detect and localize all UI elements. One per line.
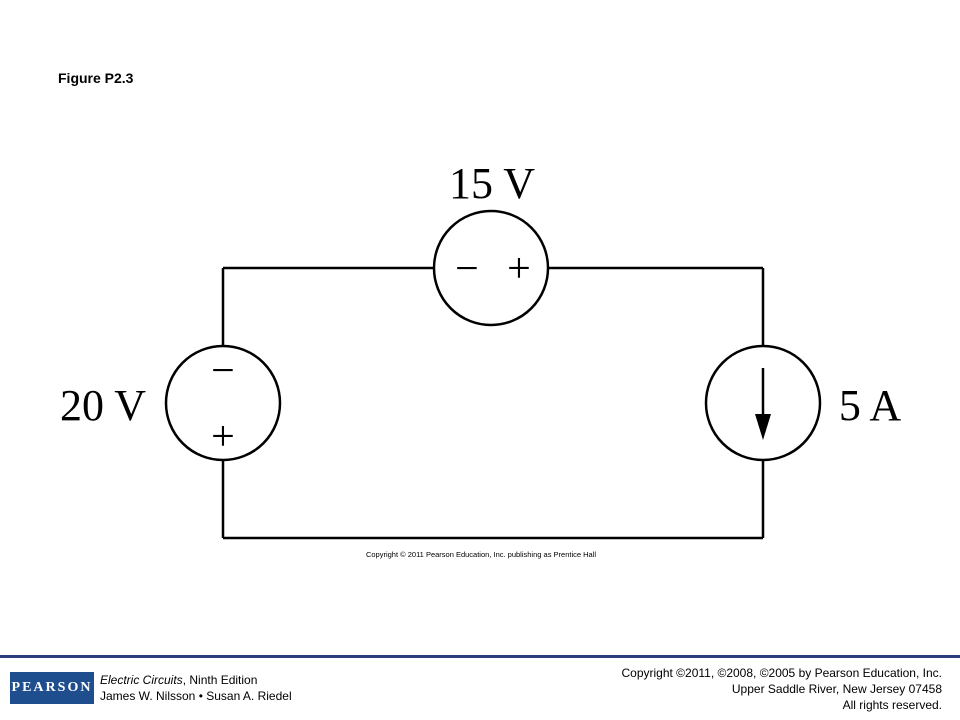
copyright-line-2: Upper Saddle River, New Jersey 07458	[731, 682, 942, 696]
top-voltage-source: − + 15 V	[432, 159, 550, 327]
circuit-credit: Copyright © 2011 Pearson Education, Inc.…	[366, 550, 596, 559]
copyright-notice: Copyright ©2011, ©2008, ©2005 by Pearson…	[621, 665, 942, 713]
left-source-circle	[164, 344, 282, 462]
left-voltage-source: − + 20 V	[60, 344, 282, 462]
top-source-circle	[432, 209, 550, 327]
right-source-label: 5 A	[839, 381, 902, 430]
figure-label: Figure P2.3	[58, 70, 134, 86]
right-current-source: 5 A	[704, 344, 902, 462]
book-edition: , Ninth Edition	[182, 673, 258, 687]
book-title-line: Electric Circuits, Ninth Edition	[100, 672, 292, 688]
pearson-logo: PEARSON	[10, 672, 94, 704]
left-source-minus: −	[211, 348, 235, 394]
left-source-label: 20 V	[60, 381, 146, 430]
circuit-wires	[221, 266, 765, 540]
top-source-plus: +	[507, 246, 531, 292]
book-authors: James W. Nilsson • Susan A. Riedel	[100, 689, 292, 703]
footer-divider	[0, 655, 960, 658]
book-info: Electric Circuits, Ninth Edition James W…	[100, 672, 292, 704]
left-source-plus: +	[211, 414, 235, 460]
top-source-minus: −	[455, 246, 479, 292]
current-arrow-head-icon	[755, 414, 771, 440]
copyright-line-1: Copyright ©2011, ©2008, ©2005 by Pearson…	[621, 666, 942, 680]
circuit-diagram: − + 15 V − + 20 V 5 A Copyright © 2011 P…	[60, 159, 902, 559]
top-source-label: 15 V	[449, 159, 535, 208]
copyright-line-3: All rights reserved.	[842, 698, 942, 712]
book-title: Electric Circuits	[100, 673, 183, 687]
